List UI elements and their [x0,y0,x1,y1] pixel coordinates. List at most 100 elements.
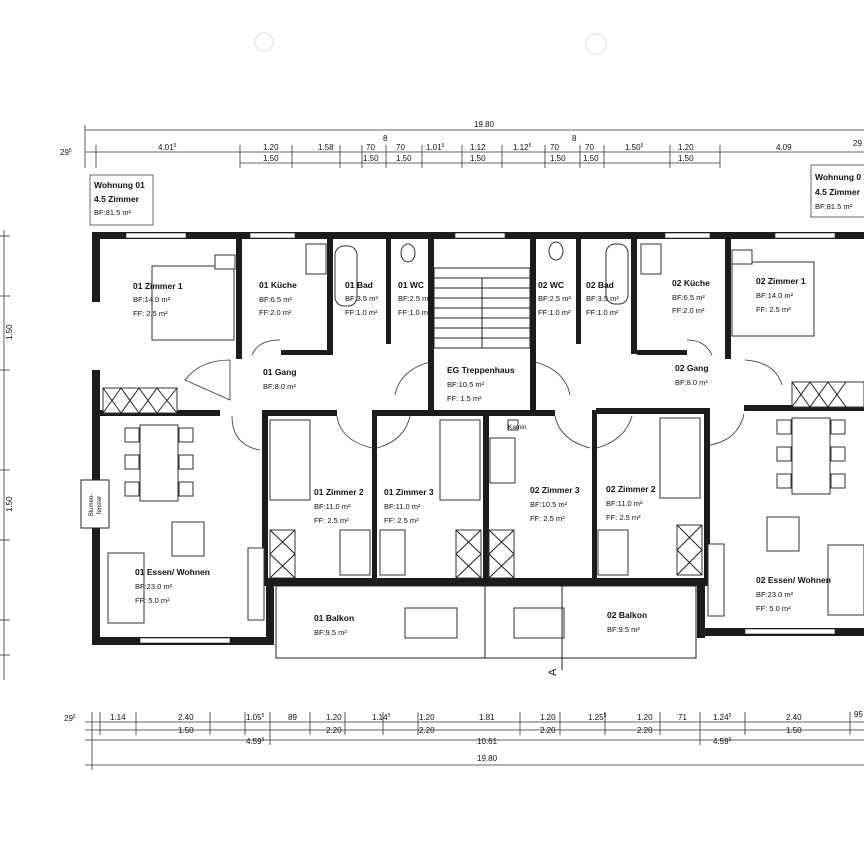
svg-text:02 Balkon: 02 Balkon [607,610,647,620]
svg-text:BF:6.5 m²: BF:6.5 m² [259,295,292,304]
bottom-dim-row2: 1.50 [786,726,802,735]
svg-text:01 Zimmer 3: 01 Zimmer 3 [384,487,434,497]
svg-text:02 Essen/ Wohnen: 02 Essen/ Wohnen [756,575,831,585]
top-dim: 4.09 [776,143,792,152]
svg-text:BF:2.5 m²: BF:2.5 m² [538,294,571,303]
staircase [433,267,531,349]
room-02-kueche: 02 Küche BF:6.5 m² FF:2.0 m² [672,278,710,315]
bottom-dim: 1.20 [637,713,653,722]
svg-text:01 Küche: 01 Küche [259,280,297,290]
top-dim: 1.125 [513,143,532,152]
svg-text:BF:8.0 m²: BF:8.0 m² [675,378,708,387]
bottom-dim: 71 [678,713,687,722]
room-01-bad: 01 Bad BF:3.5 m² FF:1.0 m² [345,280,378,317]
svg-text:02 Bad: 02 Bad [586,280,614,290]
bottom-dim-row3: 4.595 [246,737,265,746]
top-dim-row2: 1.50 [550,154,566,163]
svg-text:01 Gang: 01 Gang [263,367,297,377]
top-dim: 70 [366,143,375,152]
svg-text:FF:1.0 m²: FF:1.0 m² [538,308,571,317]
top-dim: 1.20 [678,143,694,152]
top-dim: 8 [572,134,577,143]
top-dim-row2: 1.50 [363,154,379,163]
svg-text:BF:81.5 m²: BF:81.5 m² [815,202,853,211]
bottom-dim-row2: 2.20 [540,726,556,735]
svg-text:BF:11.0 m²: BF:11.0 m² [314,502,351,511]
room-02-zimmer-3: 02 Zimmer 3 BF:10.5 m² FF: 2.5 m² [530,485,580,523]
room-02-bad: 02 Bad BF:3.5 m² FF:1.0 m² [586,280,619,317]
top-total: 19.80 [474,120,495,129]
svg-text:FF:1.0 m²: FF:1.0 m² [586,308,619,317]
bottom-dim: 1.20 [540,713,556,722]
blumenfenster: Blumen- fenster [80,479,110,529]
top-dim-row2: 1.50 [263,154,279,163]
svg-text:FF:1.0 m²: FF:1.0 m² [398,308,431,317]
room-01-essen-wohnen: 01 Essen/ Wohnen BF:23.0 m² FF: 5.0 m² [135,567,210,605]
top-dim: 1.20 [263,143,279,152]
bottom-dim: 89 [288,713,297,722]
svg-text:BF:14.0 m²: BF:14.0 m² [133,295,171,304]
room-01-zimmer-1: 01 Zimmer 1 BF:14.0 m² FF: 2.5 m² [133,281,183,318]
room-eg-treppenhaus: EG Treppenhaus BF:10.5 m² FF: 1.5 m² [447,365,515,403]
svg-text:BF:2.5 m²: BF:2.5 m² [398,294,431,303]
room-02-zimmer-1: 02 Zimmer 1 BF:14.0 m² FF: 2.5 m² [756,276,806,314]
section-marker: A [547,586,563,676]
svg-text:FF: 2.5 m²: FF: 2.5 m² [606,513,641,522]
bottom-dim: 1.145 [372,713,391,722]
svg-text:BF:11.0 m²: BF:11.0 m² [606,499,643,508]
svg-text:4.5 Zimmer: 4.5 Zimmer [815,187,861,197]
bottom-dim: 1.055 [246,713,265,722]
bottom-dim-row3: 10.61 [477,737,498,746]
bottom-dim: 1.255 [588,713,607,722]
svg-text:01 Zimmer 1: 01 Zimmer 1 [133,281,183,291]
bottom-dim-row2: 2.20 [637,726,653,735]
bottom-dim: 1.81 [479,713,495,722]
svg-text:4.5 Zimmer: 4.5 Zimmer [94,194,140,204]
room-02-zimmer-2: 02 Zimmer 2 BF:11.0 m² FF: 2.5 m² [606,484,656,522]
svg-text:BF:9.5 m²: BF:9.5 m² [314,628,347,637]
svg-text:BF:9.5 m²: BF:9.5 m² [607,625,640,634]
room-01-gang: 01 Gang BF:8.0 m² [263,367,297,391]
top-dim: 70 [550,143,559,152]
svg-text:Wohnung 0: Wohnung 0 [815,172,861,182]
bottom-dim: 2.40 [178,713,194,722]
left-dim: 1.50 [5,496,14,512]
top-right-offset: 29 [853,139,862,148]
top-dim: 1.015 [426,143,445,152]
svg-text:FF:2.0 m²: FF:2.0 m² [259,308,292,317]
bottom-dimension-chain [85,712,864,770]
room-02-essen-wohnen: 02 Essen/ Wohnen BF:23.0 m² FF: 5.0 m² [756,575,831,613]
room-01-zimmer-3: 01 Zimmer 3 BF:11.0 m² FF: 2.5 m² [384,487,434,525]
apartment-box-02: Wohnung 0 4.5 Zimmer BF:81.5 m² [810,164,864,218]
top-dim: 1.12 [470,143,486,152]
punch-hole-right [585,33,607,55]
svg-text:FF: 5.0 m²: FF: 5.0 m² [135,596,170,605]
svg-text:EG Treppenhaus: EG Treppenhaus [447,365,515,375]
top-dim-row2: 1.50 [678,154,694,163]
svg-text:02 WC: 02 WC [538,280,564,290]
svg-text:FF: 2.5 m²: FF: 2.5 m² [384,516,419,525]
bottom-dim-row2: 2.20 [419,726,435,735]
svg-text:FF: 2.5 m²: FF: 2.5 m² [314,516,349,525]
bottom-left-offset: 295 [64,714,76,723]
punch-hole-left [254,32,274,52]
top-dim: 1.58 [318,143,334,152]
top-dimension-chain [84,125,864,168]
bottom-dim-row2: 2.20 [326,726,342,735]
room-02-gang: 02 Gang BF:8.0 m² [675,363,709,387]
svg-text:FF: 5.0 m²: FF: 5.0 m² [756,604,791,613]
svg-text:BF:11.0 m²: BF:11.0 m² [384,502,421,511]
svg-text:Wohnung 01: Wohnung 01 [94,180,145,190]
svg-text:02 Gang: 02 Gang [675,363,709,373]
bottom-dim: 1.20 [326,713,342,722]
svg-text:Blumen-: Blumen- [89,494,95,516]
svg-text:FF: 1.5 m²: FF: 1.5 m² [447,394,482,403]
svg-text:01 Zimmer 2: 01 Zimmer 2 [314,487,364,497]
top-dim-row2: 1.50 [396,154,412,163]
top-dim-row2: 1.50 [583,154,599,163]
svg-text:02 Zimmer 1: 02 Zimmer 1 [756,276,806,286]
svg-text:02 Zimmer 2: 02 Zimmer 2 [606,484,656,494]
bottom-dim: 1.20 [419,713,435,722]
bottom-dim: 1.14 [110,713,126,722]
top-dim-row2: 1.50 [470,154,486,163]
